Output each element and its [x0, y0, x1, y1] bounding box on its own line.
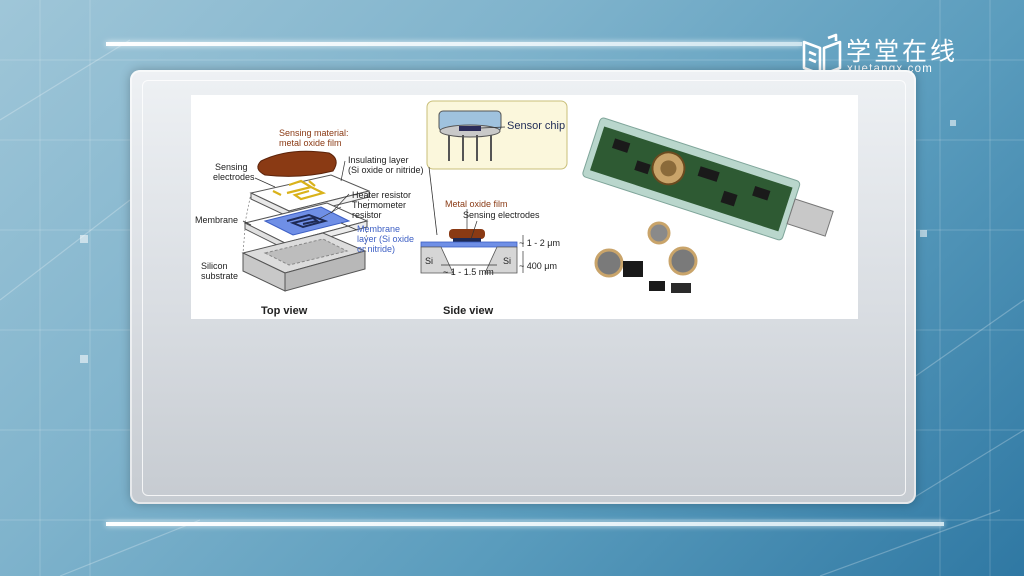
label-membrane-layer-3: or nitride): [357, 244, 396, 254]
label-insulating-2: (Si oxide or nitride): [348, 165, 424, 175]
label-thickness-substrate: ~ 400 μm: [519, 261, 557, 271]
label-sensing-material-1: Sensing material:: [279, 128, 349, 138]
label-thermometer-1: Thermometer: [352, 200, 407, 210]
packaged-sensors-photo: [594, 221, 698, 293]
label-sensor-chip: Sensor chip: [507, 120, 566, 132]
label-sensing-electrodes-2: electrodes: [213, 172, 255, 182]
xuetangx-logo[interactable]: 学堂在线 xuetangx.com: [800, 32, 990, 82]
content-panel-frame: [142, 80, 906, 496]
label-sensing-electrodes-1: Sensing: [215, 162, 248, 172]
label-silicon-1: Silicon: [201, 261, 228, 271]
side-membrane: [420, 241, 518, 248]
label-thickness-membrane: ~ 1 - 2 μm: [519, 238, 560, 248]
label-si-left: Si: [425, 256, 434, 266]
sensing-electrodes-pattern: [272, 179, 327, 201]
metal-oxide-film-layer: [257, 150, 337, 177]
label-membrane-layer-2: layer (Si oxide: [357, 234, 415, 244]
label-silicon-2: substrate: [201, 271, 239, 281]
side-electrodes: [453, 238, 481, 242]
label-side-sensing-electrodes: Sensing electrodes: [463, 210, 540, 220]
side-silicon-left: [420, 246, 454, 274]
label-membrane: Membrane: [195, 215, 239, 225]
caption-side-view: Side view: [443, 305, 494, 317]
top-accent-bar: [106, 42, 802, 46]
label-heater: Heater resistor: [352, 190, 412, 200]
caption-top-view: Top view: [261, 305, 308, 317]
bottom-accent-bar: [106, 522, 944, 526]
label-thermometer-2: resistor: [352, 210, 382, 220]
label-membrane-layer-1: Membrane: [357, 224, 401, 234]
label-width: ~ 1 - 1.5 mm: [443, 267, 494, 277]
top-view-diagram: [241, 100, 834, 293]
label-sensing-material-2: metal oxide film: [279, 138, 342, 148]
label-insulating-1: Insulating layer: [348, 155, 409, 165]
label-metal-oxide-film: Metal oxide film: [445, 199, 508, 209]
logo-name-cn: 学堂在线: [846, 37, 959, 66]
label-si-right: Si: [503, 256, 512, 266]
sensor-figure: Sensing material: metal oxide film Sensi…: [191, 95, 858, 319]
side-metal-oxide-film: [449, 229, 485, 239]
heater-resistor-pattern: [286, 213, 329, 229]
side-silicon-right: [484, 246, 518, 274]
usb-sensor-board-photo: [582, 117, 834, 241]
